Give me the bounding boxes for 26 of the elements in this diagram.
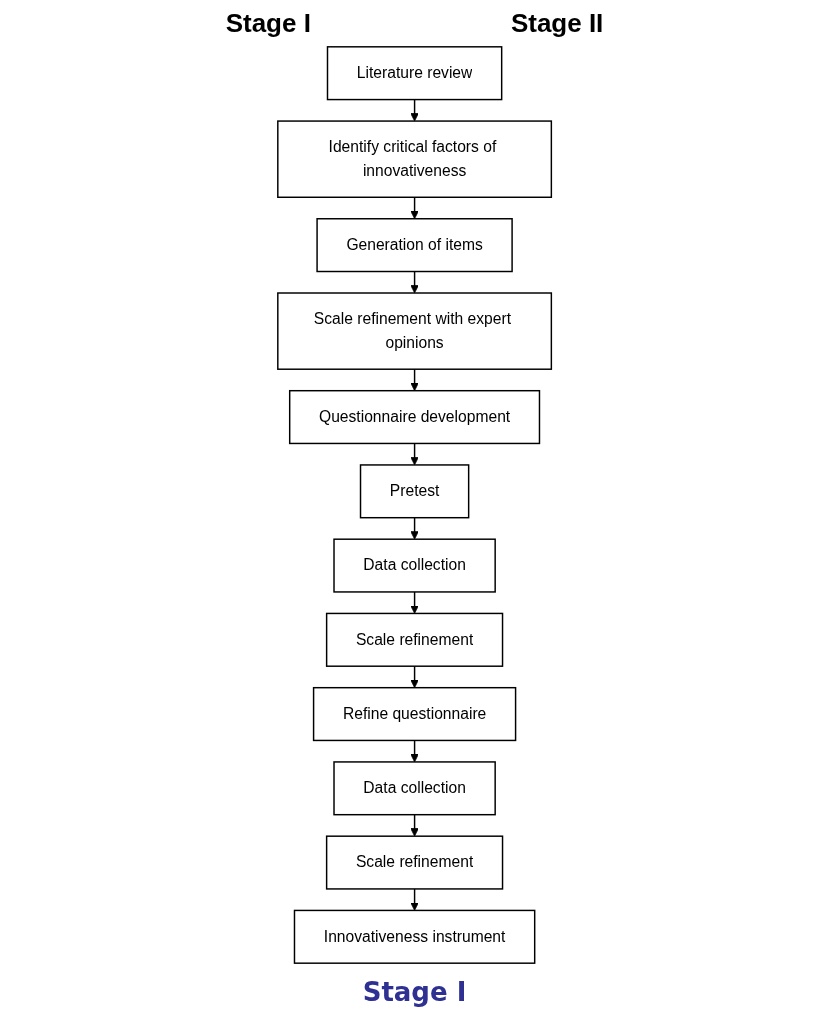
node-box: Scale refinement with expert opinions [277,292,552,370]
arrow [410,739,419,763]
node-box: Scale refinement [325,612,504,667]
arrow [410,98,419,122]
arrow [410,516,419,540]
node-box: Innovativeness instrument [293,909,536,964]
arrow [410,665,419,689]
arrow [410,196,419,220]
arrow [410,442,419,466]
node-box: Data collection [333,761,496,816]
arrow [410,591,419,614]
arrow [410,888,419,911]
node-box: Generation of items [316,218,513,273]
node-box: Identify critical factors of innovativeness [277,120,552,198]
caption: Stage I [362,977,467,1007]
stage-heading: Stage II [510,8,604,39]
node-box: Refine questionnaire [312,686,517,742]
arrow [410,270,419,294]
node-box: Questionnaire development [288,389,541,445]
stage-heading: Stage I [225,8,311,39]
arrow [410,813,419,837]
node-box: Literature review [326,46,503,101]
node-box: Data collection [333,538,496,593]
arrow [410,368,419,392]
node-box: Scale refinement [325,835,504,890]
node-box: Pretest [359,464,470,519]
